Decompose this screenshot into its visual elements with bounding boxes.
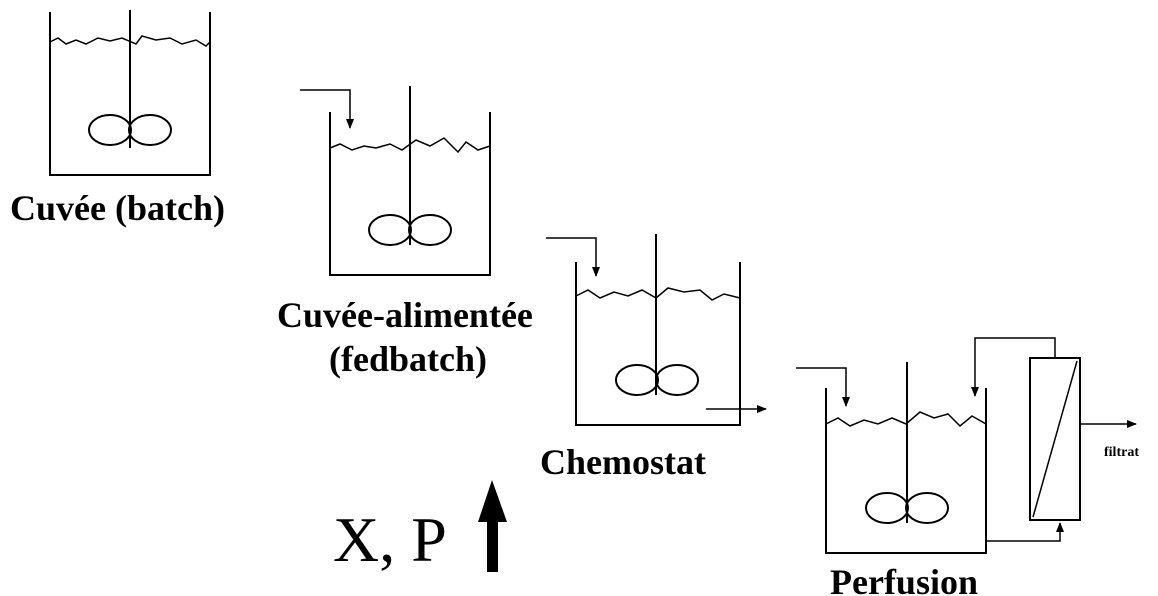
chemostat-impeller-right (655, 364, 699, 396)
perfusion-vessel-walls (825, 388, 987, 554)
fedbatch-impeller-left (368, 214, 412, 246)
perfusion-to-filter-line (986, 522, 1064, 542)
fedbatch-vessel-walls (329, 112, 491, 276)
chemostat-vessel (546, 234, 767, 426)
perfusion-feed-arrow (796, 367, 850, 407)
perfusion-vessel (796, 337, 1137, 554)
perfusion-impeller-right (905, 492, 949, 524)
fedbatch-vessel (300, 86, 491, 276)
batch-impeller-left (88, 114, 132, 146)
perfusion-label: Perfusion (830, 562, 978, 596)
up-arrow-icon (478, 480, 507, 572)
perfusion-recycle-line (971, 337, 1056, 397)
batch-label: Cuvée (batch) (10, 188, 225, 228)
filtrat-label: filtrat (1104, 445, 1139, 460)
fedbatch-label-line2: (fedbatch) (329, 339, 487, 379)
chemostat-liquid-surface (575, 287, 741, 301)
fedbatch-label-line1: Cuvée-alimentée (277, 295, 533, 335)
batch-vessel (49, 10, 211, 176)
xp-label: X, P (333, 504, 447, 575)
batch-vessel-walls (49, 12, 211, 176)
perfusion-filter-membrane (1032, 360, 1078, 518)
chemostat-label: Chemostat (540, 442, 706, 482)
batch-impeller-right (128, 114, 172, 146)
chemostat-vessel-walls (575, 262, 741, 426)
fedbatch-feed-arrow (300, 89, 354, 129)
chemostat-feed-arrow (546, 237, 600, 277)
chemostat-impeller-left (615, 364, 659, 396)
fedbatch-impeller-right (408, 214, 452, 246)
perfusion-impeller-left (865, 492, 909, 524)
